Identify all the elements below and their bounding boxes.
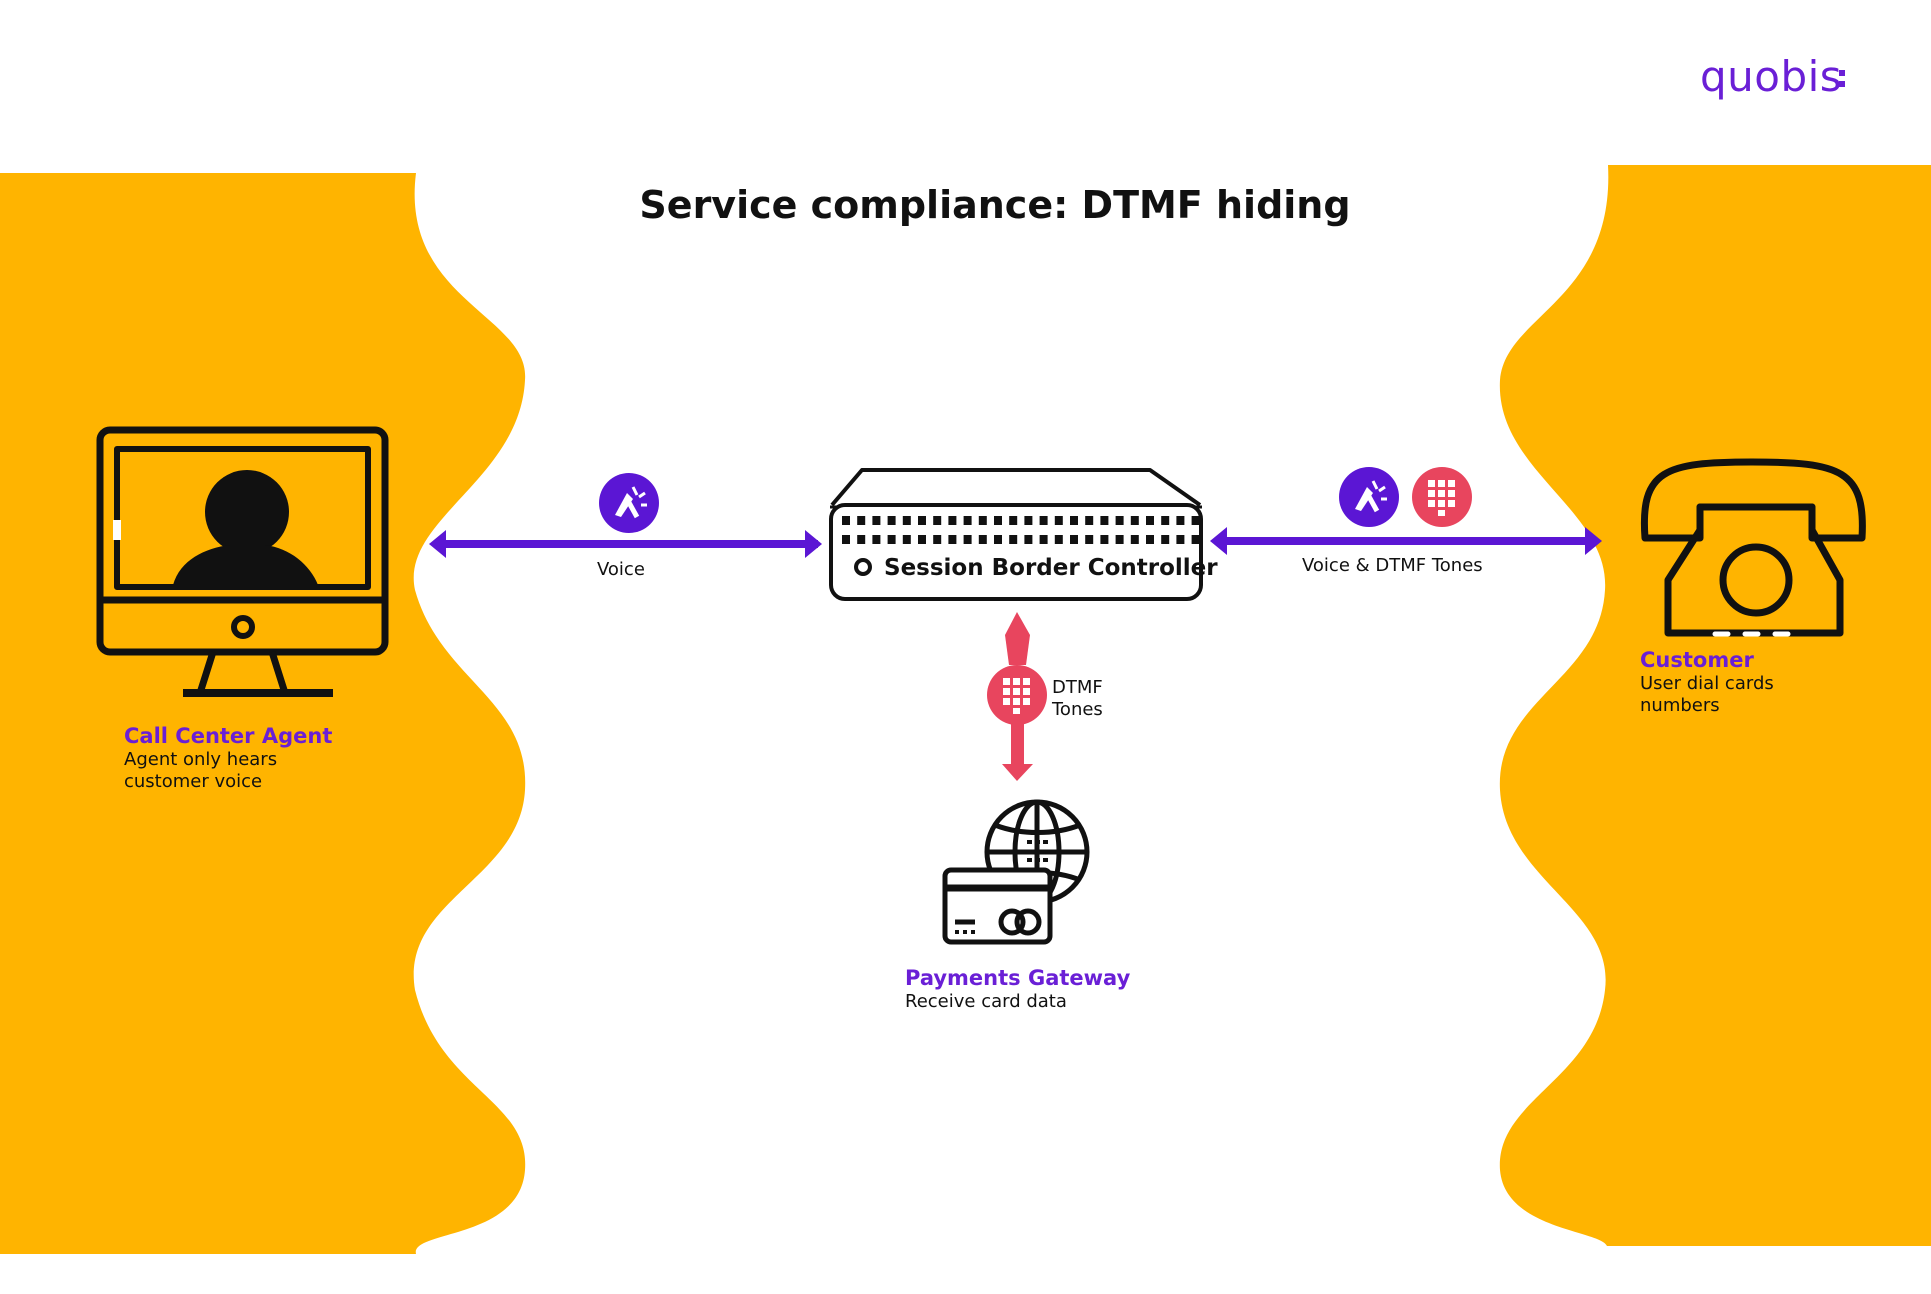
sbc-port (963, 516, 972, 525)
sbc-port (1161, 516, 1170, 525)
sbc-port (1054, 535, 1063, 544)
sbc-port (1176, 516, 1185, 525)
dtmf-tones-label: DTMF Tones (1052, 677, 1103, 720)
agent-desc: Agent only hears customer voice (124, 749, 278, 792)
sbc-port (1085, 535, 1094, 544)
network-switch-icon (829, 468, 1203, 601)
voice-badge-left (599, 473, 659, 533)
quobis-logo: quobis (1700, 52, 1843, 101)
monitor-agent-icon (96, 426, 389, 697)
sbc-port (1191, 535, 1200, 544)
diagram-title: Service compliance: DTMF hiding (639, 183, 1351, 227)
sbc-port (933, 535, 942, 544)
sbc-port (902, 535, 911, 544)
sbc-port (978, 516, 987, 525)
sbc-port (1039, 516, 1048, 525)
voice-arrow (429, 530, 822, 558)
logo-colon-icon (1839, 70, 1845, 87)
sbc-port (887, 516, 896, 525)
sbc-port (1161, 535, 1170, 544)
sbc-port (887, 535, 896, 544)
sbc-port (948, 535, 957, 544)
sbc-port (948, 516, 957, 525)
sbc-port (1024, 535, 1033, 544)
sbc-port (1115, 516, 1124, 525)
sbc-port (1176, 535, 1185, 544)
sbc-port (1191, 516, 1200, 525)
card-dots (955, 840, 1048, 934)
right-band (1499, 165, 1931, 1246)
sbc-port (963, 535, 972, 544)
sbc-port (857, 516, 866, 525)
left-band (0, 173, 526, 1254)
customer-desc: User dial cards numbers (1640, 673, 1774, 716)
sbc-label: Session Border Controller (884, 555, 1218, 581)
gateway-name: Payments Gateway (905, 966, 1131, 990)
gateway-desc: Receive card data (905, 991, 1067, 1012)
telephone-icon (1640, 458, 1866, 637)
sbc-port (857, 535, 866, 544)
agent-silhouette (173, 470, 318, 585)
sbc-port (1054, 516, 1063, 525)
agent-name: Call Center Agent (124, 724, 333, 748)
sbc-port (918, 516, 926, 525)
sbc-port (1070, 535, 1078, 544)
sbc-port (1146, 516, 1154, 525)
sbc-port (994, 516, 1002, 525)
sbc-port (842, 535, 850, 544)
sbc-port (1009, 516, 1018, 525)
sbc-port (933, 516, 942, 525)
sbc-port (872, 535, 881, 544)
card-globe-icon (942, 799, 1090, 945)
customer-name: Customer (1640, 648, 1754, 672)
sbc-port (1009, 535, 1018, 544)
sbc-port (1024, 516, 1033, 525)
sbc-port (918, 535, 926, 544)
sbc-port (872, 516, 881, 525)
voice-badge-right (1339, 467, 1399, 527)
sbc-port (1039, 535, 1048, 544)
voice-dtmf-label: Voice & DTMF Tones (1302, 555, 1483, 576)
sbc-port (1085, 516, 1094, 525)
sbc-port (1100, 516, 1109, 525)
sbc-port (902, 516, 911, 525)
sbc-port (1130, 535, 1139, 544)
sbc-port (1130, 516, 1139, 525)
sbc-port (1070, 516, 1078, 525)
sbc-port (1146, 535, 1154, 544)
sbc-port (1115, 535, 1124, 544)
sbc-port (978, 535, 987, 544)
sbc-port (842, 516, 850, 525)
dtmf-arrow (987, 612, 1047, 781)
sbc-port (1100, 535, 1109, 544)
sbc-port (994, 535, 1002, 544)
voice-label: Voice (597, 559, 645, 580)
voice-dtmf-arrow (1210, 527, 1602, 555)
keypad-badge-right (1412, 467, 1472, 527)
